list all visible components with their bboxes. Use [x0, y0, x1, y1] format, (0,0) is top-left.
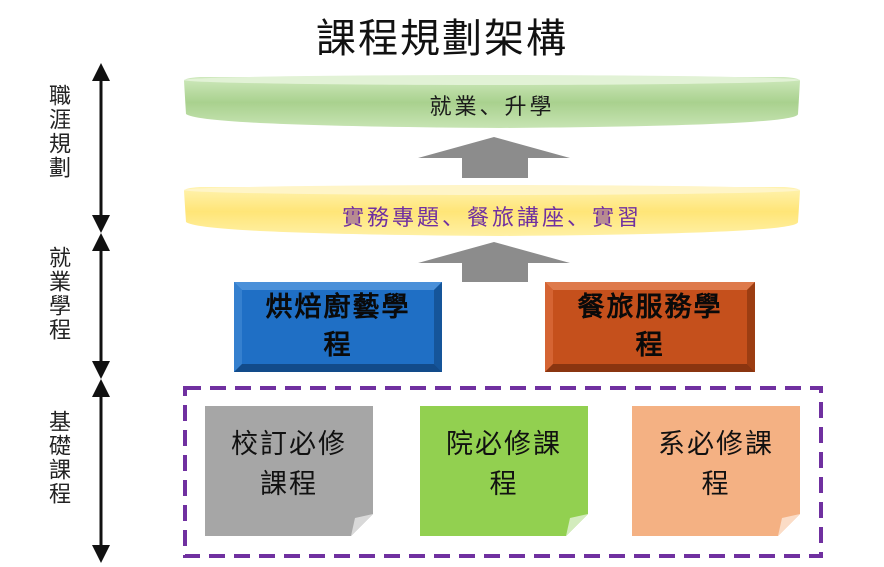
top-band — [184, 75, 800, 128]
department-note-shape — [632, 406, 800, 536]
middle-band-label: 實務專題、餐旅講座、實習 — [341, 206, 642, 231]
hospitality-program-box — [545, 282, 755, 372]
up-arrow-upper — [418, 137, 570, 178]
side-label-employment: 就業學程 — [45, 246, 70, 342]
school-note-shape — [205, 406, 373, 536]
side-label-career: 職涯規劃 — [45, 84, 70, 180]
hospitality-program: 餐旅服務學程 — [577, 292, 723, 361]
baking-program-box — [234, 282, 442, 372]
school-required-course: 校訂必修課程 — [231, 429, 347, 500]
side-label-foundation: 基礎課程 — [45, 410, 70, 506]
up-arrow-lower — [418, 242, 570, 282]
college-required-course: 院必修課程 — [446, 429, 562, 500]
page-title: 課程規劃架構 — [316, 16, 568, 62]
baking-program: 烘焙廚藝學程 — [265, 292, 411, 361]
department-required-course: 系必修課程 — [658, 429, 774, 500]
top-band-label: 就業、升學 — [429, 95, 555, 120]
middle-band — [184, 185, 800, 236]
college-note-shape — [420, 406, 588, 536]
